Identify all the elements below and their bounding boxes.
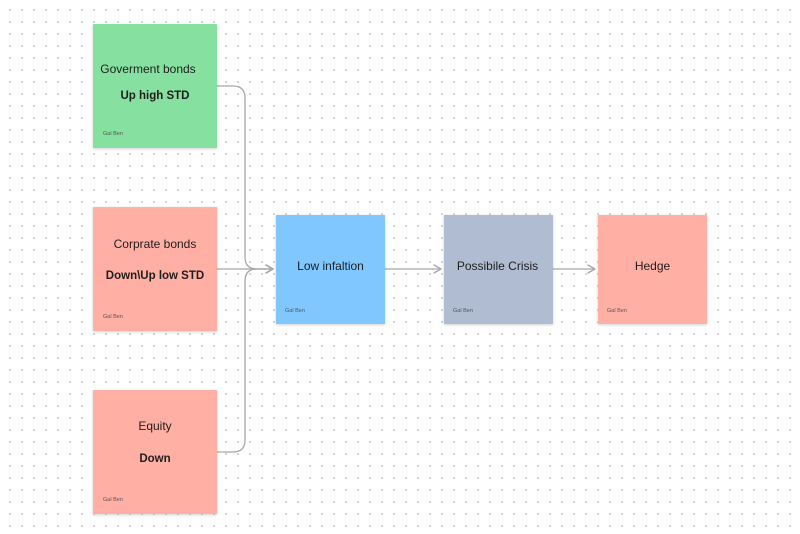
sticky-author: Gal Ben bbox=[607, 308, 627, 314]
sticky-title: Corprate bonds bbox=[113, 237, 197, 251]
sticky-note-corporate-bonds[interactable]: Corprate bonds Down\Up low STD Gal Ben bbox=[93, 207, 217, 331]
connector-equity-to-low-inflation[interactable] bbox=[217, 264, 274, 453]
sticky-author: Gal Ben bbox=[285, 308, 305, 314]
sticky-title: Goverment bonds bbox=[100, 62, 196, 76]
sticky-title: Hedge bbox=[634, 259, 671, 273]
sticky-author: Gal Ben bbox=[103, 497, 123, 503]
connector-gov-to-low-inflation[interactable] bbox=[217, 85, 274, 274]
sticky-author: Gal Ben bbox=[103, 314, 123, 320]
sticky-note-hedge[interactable]: Hedge Gal Ben bbox=[598, 215, 707, 324]
sticky-note-possible-crisis[interactable]: Possibile Crisis Gal Ben bbox=[444, 215, 553, 324]
sticky-note-low-inflation[interactable]: Low infaltion Gal Ben bbox=[276, 215, 385, 324]
sticky-value: Down\Up low STD bbox=[105, 270, 205, 282]
sticky-author: Gal Ben bbox=[453, 308, 473, 314]
sticky-title: Possibile Crisis bbox=[456, 259, 539, 273]
sticky-note-government-bonds[interactable]: Goverment bonds Up high STD Gal Ben bbox=[93, 24, 217, 148]
sticky-title: Low infaltion bbox=[297, 259, 364, 273]
sticky-note-equity[interactable]: Equity Down Gal Ben bbox=[93, 390, 217, 514]
sticky-value: Up high STD bbox=[120, 90, 190, 102]
sticky-author: Gal Ben bbox=[103, 131, 123, 137]
sticky-value: Down bbox=[139, 453, 171, 465]
sticky-title: Equity bbox=[138, 419, 172, 433]
